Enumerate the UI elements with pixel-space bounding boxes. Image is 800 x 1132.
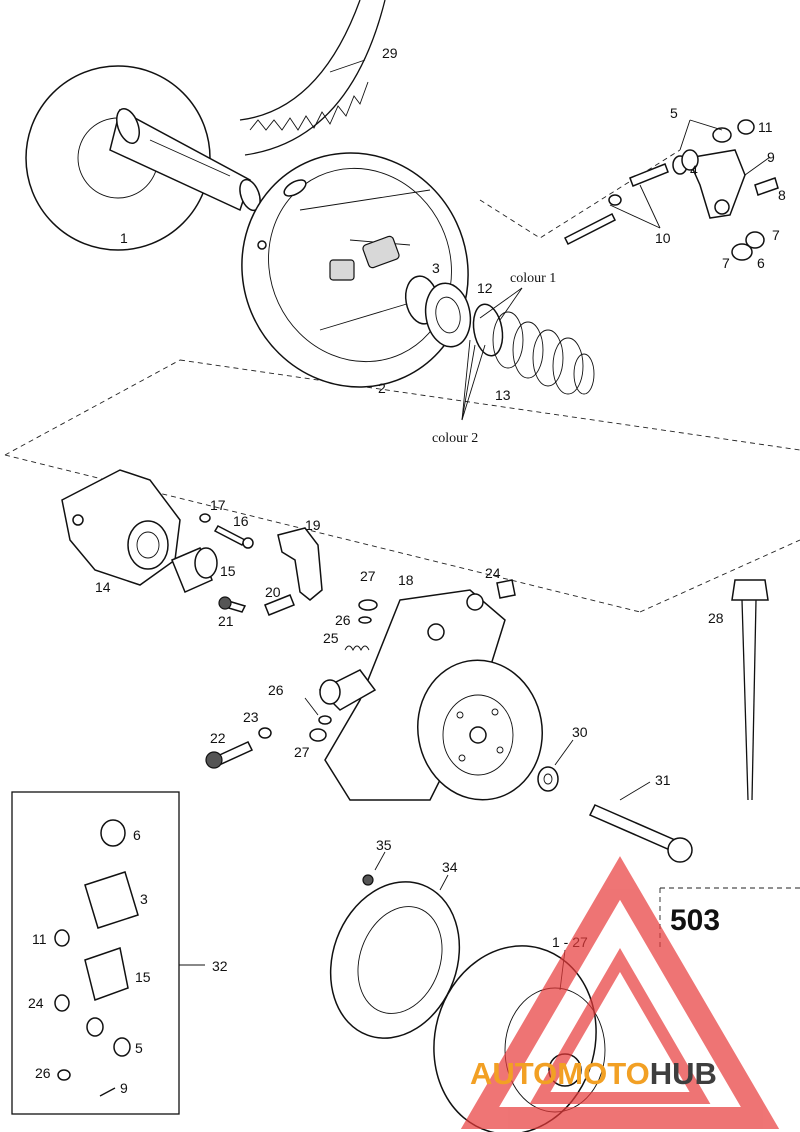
callout-35: 35 xyxy=(376,837,392,853)
callout-5: 5 xyxy=(670,105,678,121)
callout-25: 25 xyxy=(323,630,339,646)
callout-3: 3 xyxy=(432,260,440,276)
caption-colour-2: colour 2 xyxy=(432,431,478,446)
callout-29: 29 xyxy=(382,45,398,61)
callout-14: 14 xyxy=(95,579,111,595)
callout-6-kit: 6 xyxy=(133,827,141,843)
callout-20: 20 xyxy=(265,584,281,600)
callout-32: 32 xyxy=(212,958,228,974)
callout-34: 34 xyxy=(442,859,458,875)
kit-box-part-32 xyxy=(11,791,205,1115)
callout-13: 13 xyxy=(495,387,511,403)
callout-numbers: 1 29 5 11 9 4 8 10 7 7 6 3 12 2 13 colou… xyxy=(28,45,786,1096)
callout-23: 23 xyxy=(243,709,259,725)
long-bolt-part-28 xyxy=(731,579,769,801)
plate-and-screw-34-35 xyxy=(329,874,461,1039)
spring-part-13 xyxy=(472,303,595,395)
callout-11-kit: 11 xyxy=(32,931,47,947)
callout-16: 16 xyxy=(233,513,249,529)
callout-3-kit: 3 xyxy=(140,891,148,907)
callout-10: 10 xyxy=(655,230,671,246)
automotohub-logo: AUTOMOTOHUB xyxy=(460,856,780,1129)
spider-part-14 xyxy=(61,469,181,586)
lever-assembly-parts-4-11 xyxy=(563,119,779,261)
callout-24: 24 xyxy=(485,565,501,581)
movable-sheave-part-2 xyxy=(241,152,469,388)
callout-21: 21 xyxy=(218,613,234,629)
watermark-auto: AUTO xyxy=(470,1056,557,1091)
washer-bolt-30-31 xyxy=(537,766,693,863)
bushing-screw-washer-15-16-17 xyxy=(171,513,254,593)
callout-7-right: 7 xyxy=(772,227,780,243)
roller-arm-pin-bolt-19-20-21 xyxy=(218,527,323,616)
callout-26-mid: 26 xyxy=(268,682,284,698)
governor-cup-part-18 xyxy=(318,589,544,801)
watermark-moto: MOTO xyxy=(557,1056,649,1091)
callout-27-top: 27 xyxy=(360,568,376,584)
callout-15-kit: 15 xyxy=(135,969,151,985)
callout-4: 4 xyxy=(690,162,698,178)
callout-2: 2 xyxy=(378,380,386,396)
callout-27-bottom: 27 xyxy=(294,744,310,760)
callout-8: 8 xyxy=(778,187,786,203)
callout-9-kit: 9 xyxy=(120,1080,128,1096)
callout-5-kit: 5 xyxy=(135,1040,143,1056)
caption-colour-1: colour 1 xyxy=(510,271,556,286)
callout-9: 9 xyxy=(767,149,775,165)
callout-18: 18 xyxy=(398,572,414,588)
callout-26-kit: 26 xyxy=(35,1065,51,1081)
callout-11: 11 xyxy=(758,119,773,135)
callout-30: 30 xyxy=(572,724,588,740)
callout-1: 1 xyxy=(120,230,128,246)
callout-22: 22 xyxy=(210,730,226,746)
callout-15: 15 xyxy=(220,563,236,579)
callout-12: 12 xyxy=(477,280,493,296)
callout-31: 31 xyxy=(655,772,671,788)
callout-26-top: 26 xyxy=(335,612,351,628)
callout-6: 6 xyxy=(757,255,765,271)
drive-belt-part-29 xyxy=(239,0,386,156)
callout-19: 19 xyxy=(305,517,321,533)
callout-24-kit: 24 xyxy=(28,995,44,1011)
warning-triangle-icon xyxy=(460,856,780,1129)
bushing-and-washer-parts-3-12 xyxy=(404,275,472,348)
callout-28: 28 xyxy=(708,610,724,626)
callout-17: 17 xyxy=(210,497,226,513)
fixed-sheave-part-1 xyxy=(25,65,261,251)
watermark-text: AUTOMOTOHUB xyxy=(470,1056,717,1091)
small-hardware-22-27 xyxy=(205,579,516,769)
page-number: 503 xyxy=(670,904,720,937)
watermark-hub: HUB xyxy=(650,1056,717,1091)
callout-7-left: 7 xyxy=(722,255,730,271)
